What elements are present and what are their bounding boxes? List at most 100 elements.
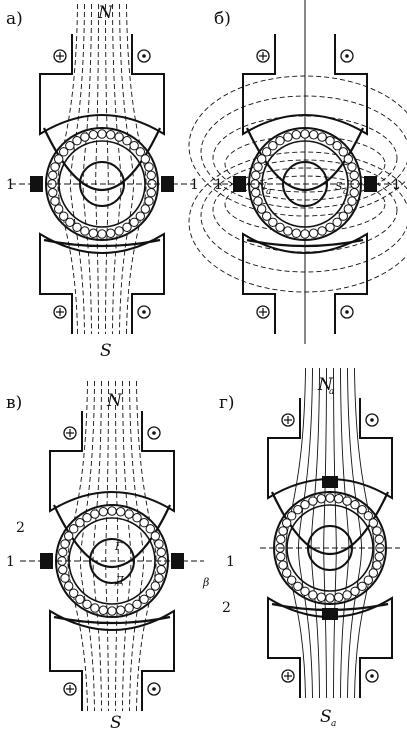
armature-conductor-icon [107, 506, 117, 516]
panel-b-axis-right: 1 [392, 177, 401, 193]
armature-conductor-icon [68, 588, 79, 598]
field-line [119, 3, 134, 335]
panel-v-pole-top: N [106, 391, 123, 411]
field-coil-dot-icon [340, 49, 354, 63]
armature-conductor-icon [58, 147, 69, 157]
armature-conductor-icon [48, 170, 58, 181]
armature-conductor-icon [72, 222, 82, 233]
armature-conductor-icon [115, 605, 126, 615]
armature-conductor-icon [50, 162, 60, 172]
dot-icon [370, 418, 374, 422]
field-coil-dot-icon [365, 413, 379, 427]
armature-conductor-icon [286, 575, 297, 585]
armature-conductor-icon [97, 229, 107, 239]
armature-conductor-icon [338, 147, 349, 157]
field-coil-plus-icon [281, 669, 295, 683]
armature-conductor-icon [308, 130, 319, 140]
armature-conductor-icon [281, 568, 292, 578]
panel-b-inner-left-sub: a [266, 187, 271, 197]
armature-conductor-icon [347, 196, 357, 206]
armature-conductor-icon [325, 593, 335, 603]
field-coil-dot-icon [137, 49, 151, 63]
top-pole-shoe [242, 34, 368, 136]
field-coil-plus-icon [281, 413, 295, 427]
dot-icon [142, 54, 146, 58]
armature-conductor-icon [293, 581, 303, 592]
armature-conductor-icon [48, 187, 58, 198]
armature-conductor-icon [65, 140, 75, 151]
field-line [323, 367, 327, 699]
field-coil-plus-icon [256, 305, 270, 319]
armature-conductor-icon [88, 130, 99, 140]
brush-right [171, 553, 184, 569]
armature-conductor-icon [80, 226, 90, 236]
top-pole-shoe [49, 411, 175, 513]
armature-field-loop [188, 151, 407, 293]
brush-left [233, 176, 246, 192]
armature-conductor-icon [107, 606, 117, 616]
armature-conductor-icon [50, 196, 60, 206]
field-line [115, 380, 119, 712]
armature-conductor-icon [372, 526, 382, 536]
armature-conductor-icon [105, 130, 116, 140]
field-line [80, 380, 95, 712]
field-coil-dot-icon [137, 305, 151, 319]
armature-conductor-icon [156, 564, 166, 575]
armature-conductor-icon [65, 217, 75, 228]
dot-icon [152, 431, 156, 435]
brush-right [364, 176, 377, 192]
field-line [333, 367, 337, 699]
armature-conductor-icon [293, 504, 303, 515]
field-line [95, 3, 99, 335]
panel-b-axis-left: 1 [214, 177, 223, 193]
armature-conductor-icon [146, 187, 156, 198]
armature-conductor-icon [72, 135, 82, 146]
armature-conductor-icon [53, 154, 64, 164]
armature-conductor-icon [317, 132, 327, 142]
armature-conductor-icon [349, 170, 359, 181]
armature-conductor-icon [129, 217, 139, 228]
panel-v-delta: Д [114, 574, 125, 587]
armature-conductor-icon [122, 135, 132, 146]
panel-v-axis-right: 1 [226, 554, 235, 570]
armature-conductor-icon [122, 222, 132, 233]
field-coil-plus-icon [63, 682, 77, 696]
armature-conductor-icon [316, 592, 327, 602]
armature-conductor-icon [154, 573, 164, 583]
panel-v-marker-2-upper: 2 [16, 520, 25, 536]
armature-conductor-icon [276, 534, 286, 545]
armature-conductor-icon [114, 132, 124, 142]
armature-conductor-icon [132, 512, 142, 523]
armature-conductor-icon [63, 581, 74, 591]
armature-conductor-icon [88, 228, 99, 238]
armature-conductor-icon [325, 493, 335, 503]
armature-field-loop [188, 75, 407, 217]
armature-conductor-icon [135, 211, 146, 221]
brush-right [161, 176, 174, 192]
armature-conductor-icon [325, 135, 335, 146]
armature-conductor-icon [139, 517, 149, 528]
armature-conductor-icon [145, 588, 156, 598]
armature-conductor-icon [374, 551, 384, 562]
armature-conductor-icon [261, 147, 272, 157]
field-line [129, 380, 144, 712]
armature-conductor-icon [140, 154, 151, 164]
armature-conductor-icon [283, 226, 293, 236]
bottom-pole-face [53, 615, 171, 625]
dot-icon [370, 674, 374, 678]
panel-g-pole-top-sub: a [329, 387, 334, 397]
armature-conductor-icon [300, 129, 310, 139]
brush-left [30, 176, 43, 192]
armature-conductor-icon [332, 140, 342, 151]
armature-conductor-icon [124, 509, 134, 519]
field-coil-plus-icon [53, 49, 67, 63]
armature-conductor-icon [276, 551, 286, 562]
armature-conductor-icon [60, 539, 70, 549]
bottom-pole-face [246, 238, 364, 248]
dot-icon [345, 310, 349, 314]
armature-conductor-icon [256, 154, 267, 164]
armature-conductor-icon [114, 226, 124, 236]
armature-conductor-icon [368, 568, 379, 578]
panel-v-pole-bottom: S [110, 713, 122, 732]
armature-conductor-icon [132, 599, 142, 610]
